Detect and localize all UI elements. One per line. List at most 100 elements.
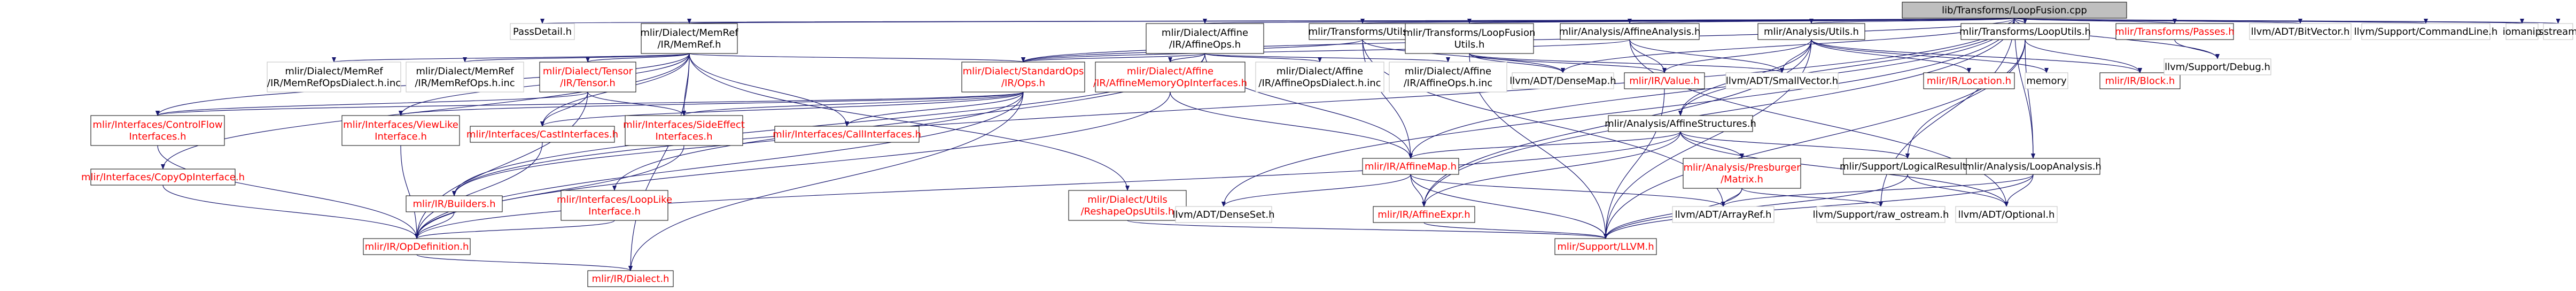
edge-root-to-loopanalysis [2014, 18, 2035, 159]
edge-affinestructures-to-logicalresult [1680, 131, 1910, 159]
edge-loopanalysis-to-optional [2004, 174, 2034, 207]
node-label: sstream [2539, 26, 2576, 37]
node-box [539, 62, 636, 93]
edge-viewlike-to-opdefinition [400, 145, 419, 239]
node-copyop[interactable]: mlir/Interfaces/CopyOpInterface.h [81, 169, 245, 186]
node-llvmh[interactable]: mlir/Support/LLVM.h [1554, 238, 1657, 255]
node-reshapeops[interactable]: mlir/Dialect/Utils/ReshapeOpsUtils.h [1068, 190, 1187, 221]
edge-reshapeops-to-llvmh [1127, 220, 1608, 239]
node-label: llvm/ADT/DenseMap.h [1509, 75, 1616, 87]
edge-loopanalysis-to-arrayref [1721, 174, 2034, 207]
node-optional: llvm/ADT/Optional.h [1955, 206, 2058, 223]
edge-transutils-to-densemap [1362, 39, 1565, 73]
node-presburger[interactable]: mlir/Analysis/Presburger/Matrix.h [1683, 158, 1801, 189]
edge-loopfusionutils-to-value [1469, 53, 1667, 73]
node-label: mlir/Dialect/Affine [1405, 66, 1491, 77]
node-passdetail: PassDetail.h [510, 23, 575, 40]
node-label: llvm/Support/raw_ostream.h [1813, 209, 1949, 220]
node-label: mlir/Analysis/Utils.h [1764, 26, 1859, 37]
node-affinestructures[interactable]: mlir/Analysis/AffineStructures.h [1605, 115, 1756, 132]
edge-analysisutils-to-location [1811, 39, 1971, 73]
node-location[interactable]: mlir/IR/Location.h [1923, 72, 2015, 89]
node-label: mlir/Transforms/Utils.h [1309, 26, 1417, 37]
edge-stdops-to-opdefinition [415, 91, 1024, 239]
node-affineanalysis[interactable]: mlir/Analysis/AffineAnalysis.h [1559, 23, 1701, 40]
node-label: llvm/Support/Debug.h [2165, 62, 2270, 73]
edge-affineops-to-affineopsinc [1204, 53, 1450, 63]
node-transutils[interactable]: mlir/Transforms/Utils.h [1309, 23, 1417, 40]
node-box [1966, 158, 2100, 175]
node-builders[interactable]: mlir/IR/Builders.h [406, 195, 503, 212]
node-analysisutils[interactable]: mlir/Analysis/Utils.h [1757, 23, 1865, 40]
node-tensor[interactable]: mlir/Dialect/Tensor/IR/Tensor.h [539, 62, 636, 93]
edge-root-to-builders [452, 18, 2015, 196]
node-label: mlir/Dialect/Affine [1277, 66, 1363, 77]
edge-layer [155, 18, 2559, 271]
edge-affineops-to-stdops [1021, 53, 1205, 63]
node-arrayref: llvm/ADT/ArrayRef.h [1672, 206, 1775, 223]
node-looputils[interactable]: mlir/Transforms/LoopUtils.h [1959, 23, 2091, 40]
edge-tensor-to-castinterfaces [540, 91, 588, 127]
node-box [1255, 62, 1384, 93]
node-box [1146, 23, 1264, 54]
node-label: Interface.h [588, 206, 641, 217]
node-affinememops[interactable]: mlir/Dialect/Affine/IR/AffineMemoryOpInt… [1093, 62, 1247, 93]
node-label: mlir/IR/AffineExpr.h [1378, 209, 1470, 220]
node-affinemap[interactable]: mlir/IR/AffineMap.h [1362, 158, 1459, 175]
node-dialect[interactable]: mlir/IR/Dialect.h [587, 270, 674, 287]
node-memrefops: mlir/Dialect/MemRef/IR/MemRefOps.h.inc [406, 62, 524, 93]
node-passes[interactable]: mlir/Transforms/Passes.h [2115, 23, 2235, 40]
node-root[interactable]: lib/Transforms/LoopFusion.cpp [1902, 2, 2127, 19]
node-label: mlir/IR/AffineMap.h [1365, 161, 1457, 172]
node-label: mlir/Dialect/Utils [1087, 194, 1168, 205]
edge-copyop-to-opdefinition [162, 185, 419, 239]
node-callinterfaces[interactable]: mlir/Interfaces/CallInterfaces.h [773, 126, 921, 143]
edge-analysisutils-to-value [1662, 39, 1812, 73]
node-box [90, 115, 225, 146]
node-loopanalysis[interactable]: mlir/Analysis/LoopAnalysis.h [1965, 158, 2102, 175]
node-label: mlir/Transforms/Passes.h [2115, 26, 2234, 37]
node-label: /Matrix.h [1721, 174, 1763, 185]
node-affineops[interactable]: mlir/Dialect/Affine/IR/AffineOps.h [1146, 23, 1264, 54]
edge-affineanalysis-to-stdops [1021, 39, 1630, 63]
node-castinterfaces[interactable]: mlir/Interfaces/CastInterfaces.h [466, 126, 618, 143]
node-label: mlir/Interfaces/ViewLike [343, 119, 458, 131]
node-opdefinition[interactable]: mlir/IR/OpDefinition.h [363, 238, 471, 255]
node-stdops[interactable]: mlir/Dialect/StandardOps/IR/Ops.h [961, 62, 1085, 93]
node-box [1373, 206, 1475, 223]
node-box [1512, 72, 1614, 89]
node-label: mlir/Transforms/LoopUtils.h [1959, 26, 2091, 37]
edge-root-to-analysisutils [1809, 18, 2015, 24]
node-logicalresult[interactable]: mlir/Support/LogicalResult.h [1840, 158, 1975, 175]
node-affineopsdialect: mlir/Dialect/Affine/IR/AffineOpsDialect.… [1255, 62, 1384, 93]
node-label: Interfaces.h [655, 131, 712, 142]
edge-stdops-to-viewlike [399, 91, 1024, 116]
node-value[interactable]: mlir/IR/Value.h [1624, 72, 1705, 89]
edge-analysisutils-to-memory [1811, 39, 2049, 73]
node-memrefdialect: mlir/Dialect/MemRef/IR/MemRefOpsDialect.… [267, 62, 401, 93]
node-memref[interactable]: mlir/Dialect/MemRef/IR/MemRef.h [640, 23, 738, 54]
node-label: mlir/Analysis/AffineStructures.h [1605, 118, 1756, 129]
node-label: mlir/Interfaces/ControlFlow [92, 119, 222, 131]
node-label: mlir/Transforms/LoopFusion [1404, 27, 1536, 39]
node-box [1757, 23, 1865, 40]
edge-looputils-to-loopanalysis [2025, 39, 2035, 159]
node-box [1554, 238, 1657, 255]
edge-tensor-to-controlflow [155, 91, 588, 116]
edge-affinestructures-to-affineexpr [1422, 131, 1681, 207]
node-label: mlir/IR/Builders.h [413, 198, 495, 210]
node-block[interactable]: mlir/IR/Block.h [2099, 72, 2181, 89]
edge-memref-to-tensor [586, 53, 690, 63]
edge-affinemap-to-affineexpr [1410, 174, 1426, 207]
node-affineexpr[interactable]: mlir/IR/AffineExpr.h [1373, 206, 1475, 223]
node-label: mlir/Dialect/MemRef [640, 27, 738, 39]
node-debug: llvm/Support/Debug.h [2163, 58, 2271, 75]
node-box [587, 270, 674, 287]
edge-controlflow-to-opdefinition [157, 145, 419, 239]
